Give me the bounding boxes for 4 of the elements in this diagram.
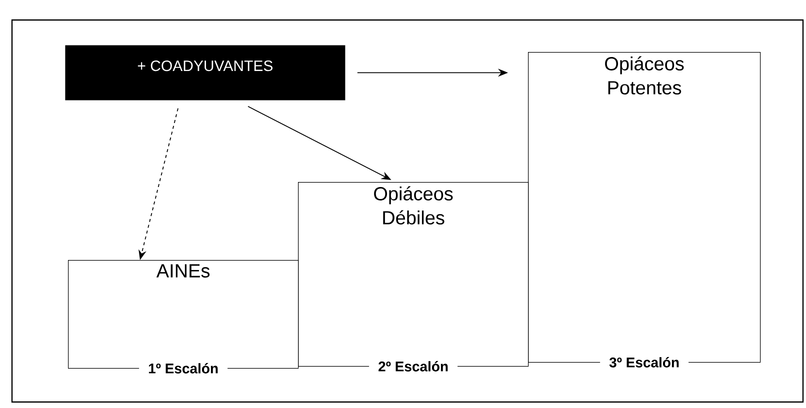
step-box: Opiáceos Débiles 2º Escalón	[298, 182, 529, 374]
step-box: Opiáceos Potentes 3º Escalón	[528, 52, 761, 370]
label-box: + COADYUVANTES	[65, 45, 346, 100]
step-box: AINEs 1º Escalón	[68, 260, 299, 376]
